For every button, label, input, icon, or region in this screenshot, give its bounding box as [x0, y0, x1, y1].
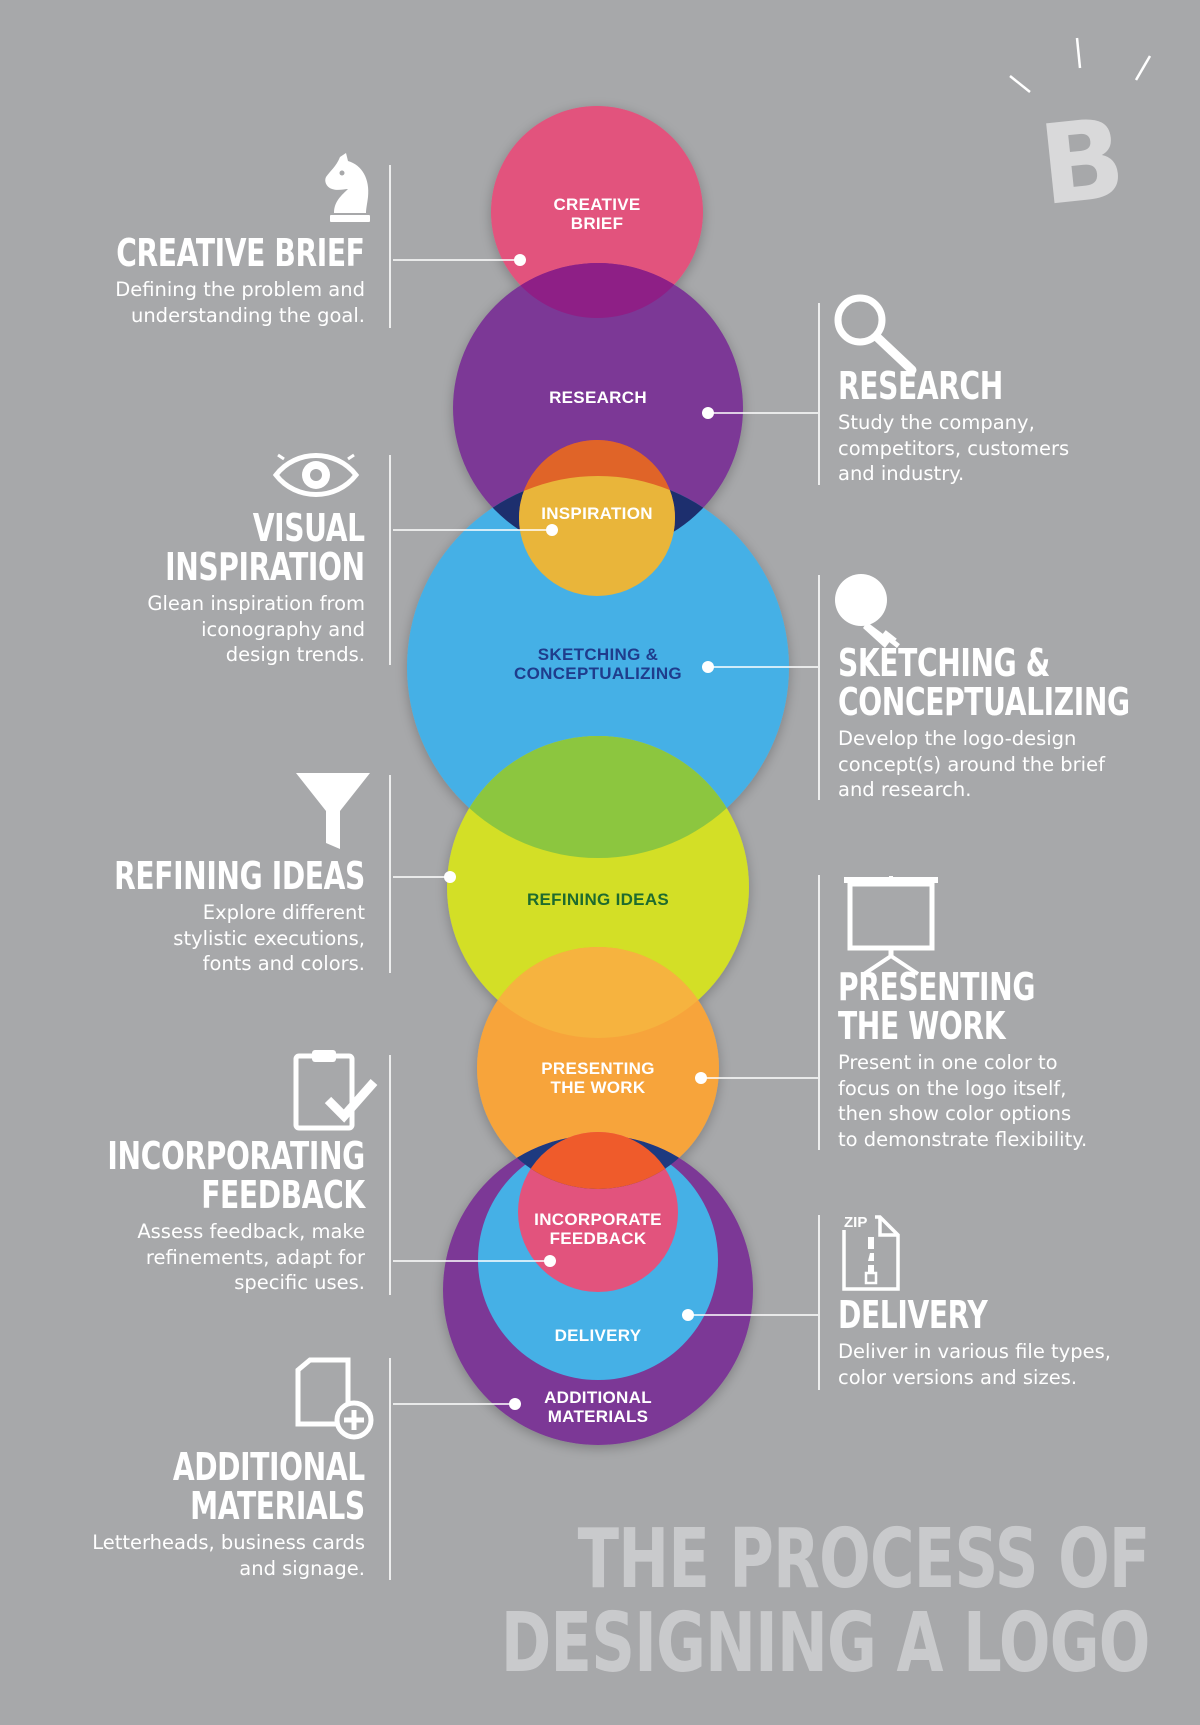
dot-visual-inspiration [546, 524, 558, 536]
circle-label-creative-brief: CREATIVE [553, 195, 640, 214]
step-delivery: DELIVERY Deliver in various file types, … [838, 1296, 1111, 1390]
connector-lines [389, 165, 820, 1580]
circle-label-refining: REFINING IDEAS [527, 890, 669, 909]
circle-label-delivery: DELIVERY [555, 1326, 642, 1345]
step-title: VISUAL INSPIRATION [165, 506, 365, 589]
chess-knight-icon [325, 153, 370, 222]
dot-refining [444, 871, 456, 883]
svg-text:B: B [1034, 94, 1131, 230]
circle-research [453, 263, 743, 553]
document-plus-icon [295, 1357, 374, 1440]
circle-label-incorporate: FEEDBACK [550, 1229, 647, 1248]
lightbulb-icon [835, 574, 900, 649]
zip-file-icon: ZIP [841, 1212, 900, 1291]
logo-rays [1009, 37, 1152, 93]
step-title: RESEARCH [838, 364, 1003, 408]
step-sketching: SKETCHING & CONCEPTUALIZING Develop the … [838, 644, 1200, 803]
step-description: Present in one color to focus on the log… [838, 1051, 1088, 1151]
dot-incorporating [544, 1255, 556, 1267]
circle-sketching [407, 476, 789, 858]
circle-label-incorporate: INCORPORATE [534, 1210, 662, 1229]
dot-additional [509, 1398, 521, 1410]
step-presenting: PRESENTING THE WORK Present in one color… [838, 968, 1104, 1152]
step-description: Letterheads, business cards and signage. [92, 1531, 365, 1580]
step-description: Study the company, competitors, customer… [838, 411, 1070, 485]
clipboard-check-icon [293, 1050, 378, 1131]
step-description: Glean inspiration from iconography and d… [147, 592, 365, 666]
dot-sketching [702, 661, 714, 673]
step-refining: REFINING IDEAS Explore different stylist… [26, 857, 365, 977]
main-title: THE PROCESS OF DESIGNING A LOGO [501, 1512, 1150, 1691]
step-title: INCORPORATING FEEDBACK [107, 1134, 366, 1217]
circle-label-sketching: CONCEPTUALIZING [514, 664, 682, 683]
svg-text:ZIP: ZIP [844, 1214, 867, 1231]
magnifier-icon [834, 294, 917, 375]
dot-creative-brief [514, 254, 526, 266]
step-description: Defining the problem and understanding t… [115, 278, 365, 327]
step-description: Develop the logo-design concept(s) aroun… [838, 727, 1105, 801]
step-title: REFINING IDEAS [114, 854, 365, 898]
dot-research [702, 407, 714, 419]
step-additional: ADDITIONAL MATERIALS Letterheads, busine… [92, 1448, 365, 1581]
step-title: ADDITIONAL MATERIALS [173, 1445, 365, 1528]
step-title: SKETCHING & CONCEPTUALIZING [838, 641, 1130, 724]
step-title: CREATIVE BRIEF [116, 231, 366, 275]
step-title: PRESENTING THE WORK [838, 965, 1036, 1048]
circle-label-additional: ADDITIONAL [544, 1388, 652, 1407]
projector-screen-icon [844, 876, 938, 976]
circle-label-sketching: SKETCHING & [538, 645, 658, 664]
step-visual-inspiration: VISUAL INSPIRATION Glean inspiration fro… [95, 509, 365, 668]
circle-label-research: RESEARCH [549, 388, 647, 407]
circle-label-creative-brief: BRIEF [571, 214, 624, 233]
step-description: Assess feedback, make refinements, adapt… [137, 1220, 365, 1294]
funnel-icon [296, 773, 370, 849]
step-creative-brief: CREATIVE BRIEF Defining the problem and … [29, 234, 365, 328]
brand-logo: B [1009, 37, 1152, 230]
step-description: Explore different stylistic executions, … [173, 901, 365, 975]
circle-label-additional: MATERIALS [548, 1407, 649, 1426]
overlap-incorporate-presenting [518, 1132, 678, 1189]
circle-label-presenting: PRESENTING [541, 1059, 655, 1078]
circle-creative-brief [491, 106, 703, 318]
dot-presenting [695, 1072, 707, 1084]
step-title: DELIVERY [838, 1293, 988, 1337]
step-description: Deliver in various file types, color ver… [838, 1340, 1111, 1389]
circle-label-inspiration: INSPIRATION [541, 504, 653, 523]
circle-label-presenting: THE WORK [551, 1078, 646, 1097]
dot-delivery [682, 1309, 694, 1321]
step-incorporating: INCORPORATING FEEDBACK Assess feedback, … [17, 1134, 366, 1296]
step-research: RESEARCH Study the company, competitors,… [838, 367, 1069, 487]
connector-dots [444, 254, 714, 1410]
eye-icon [272, 453, 360, 497]
